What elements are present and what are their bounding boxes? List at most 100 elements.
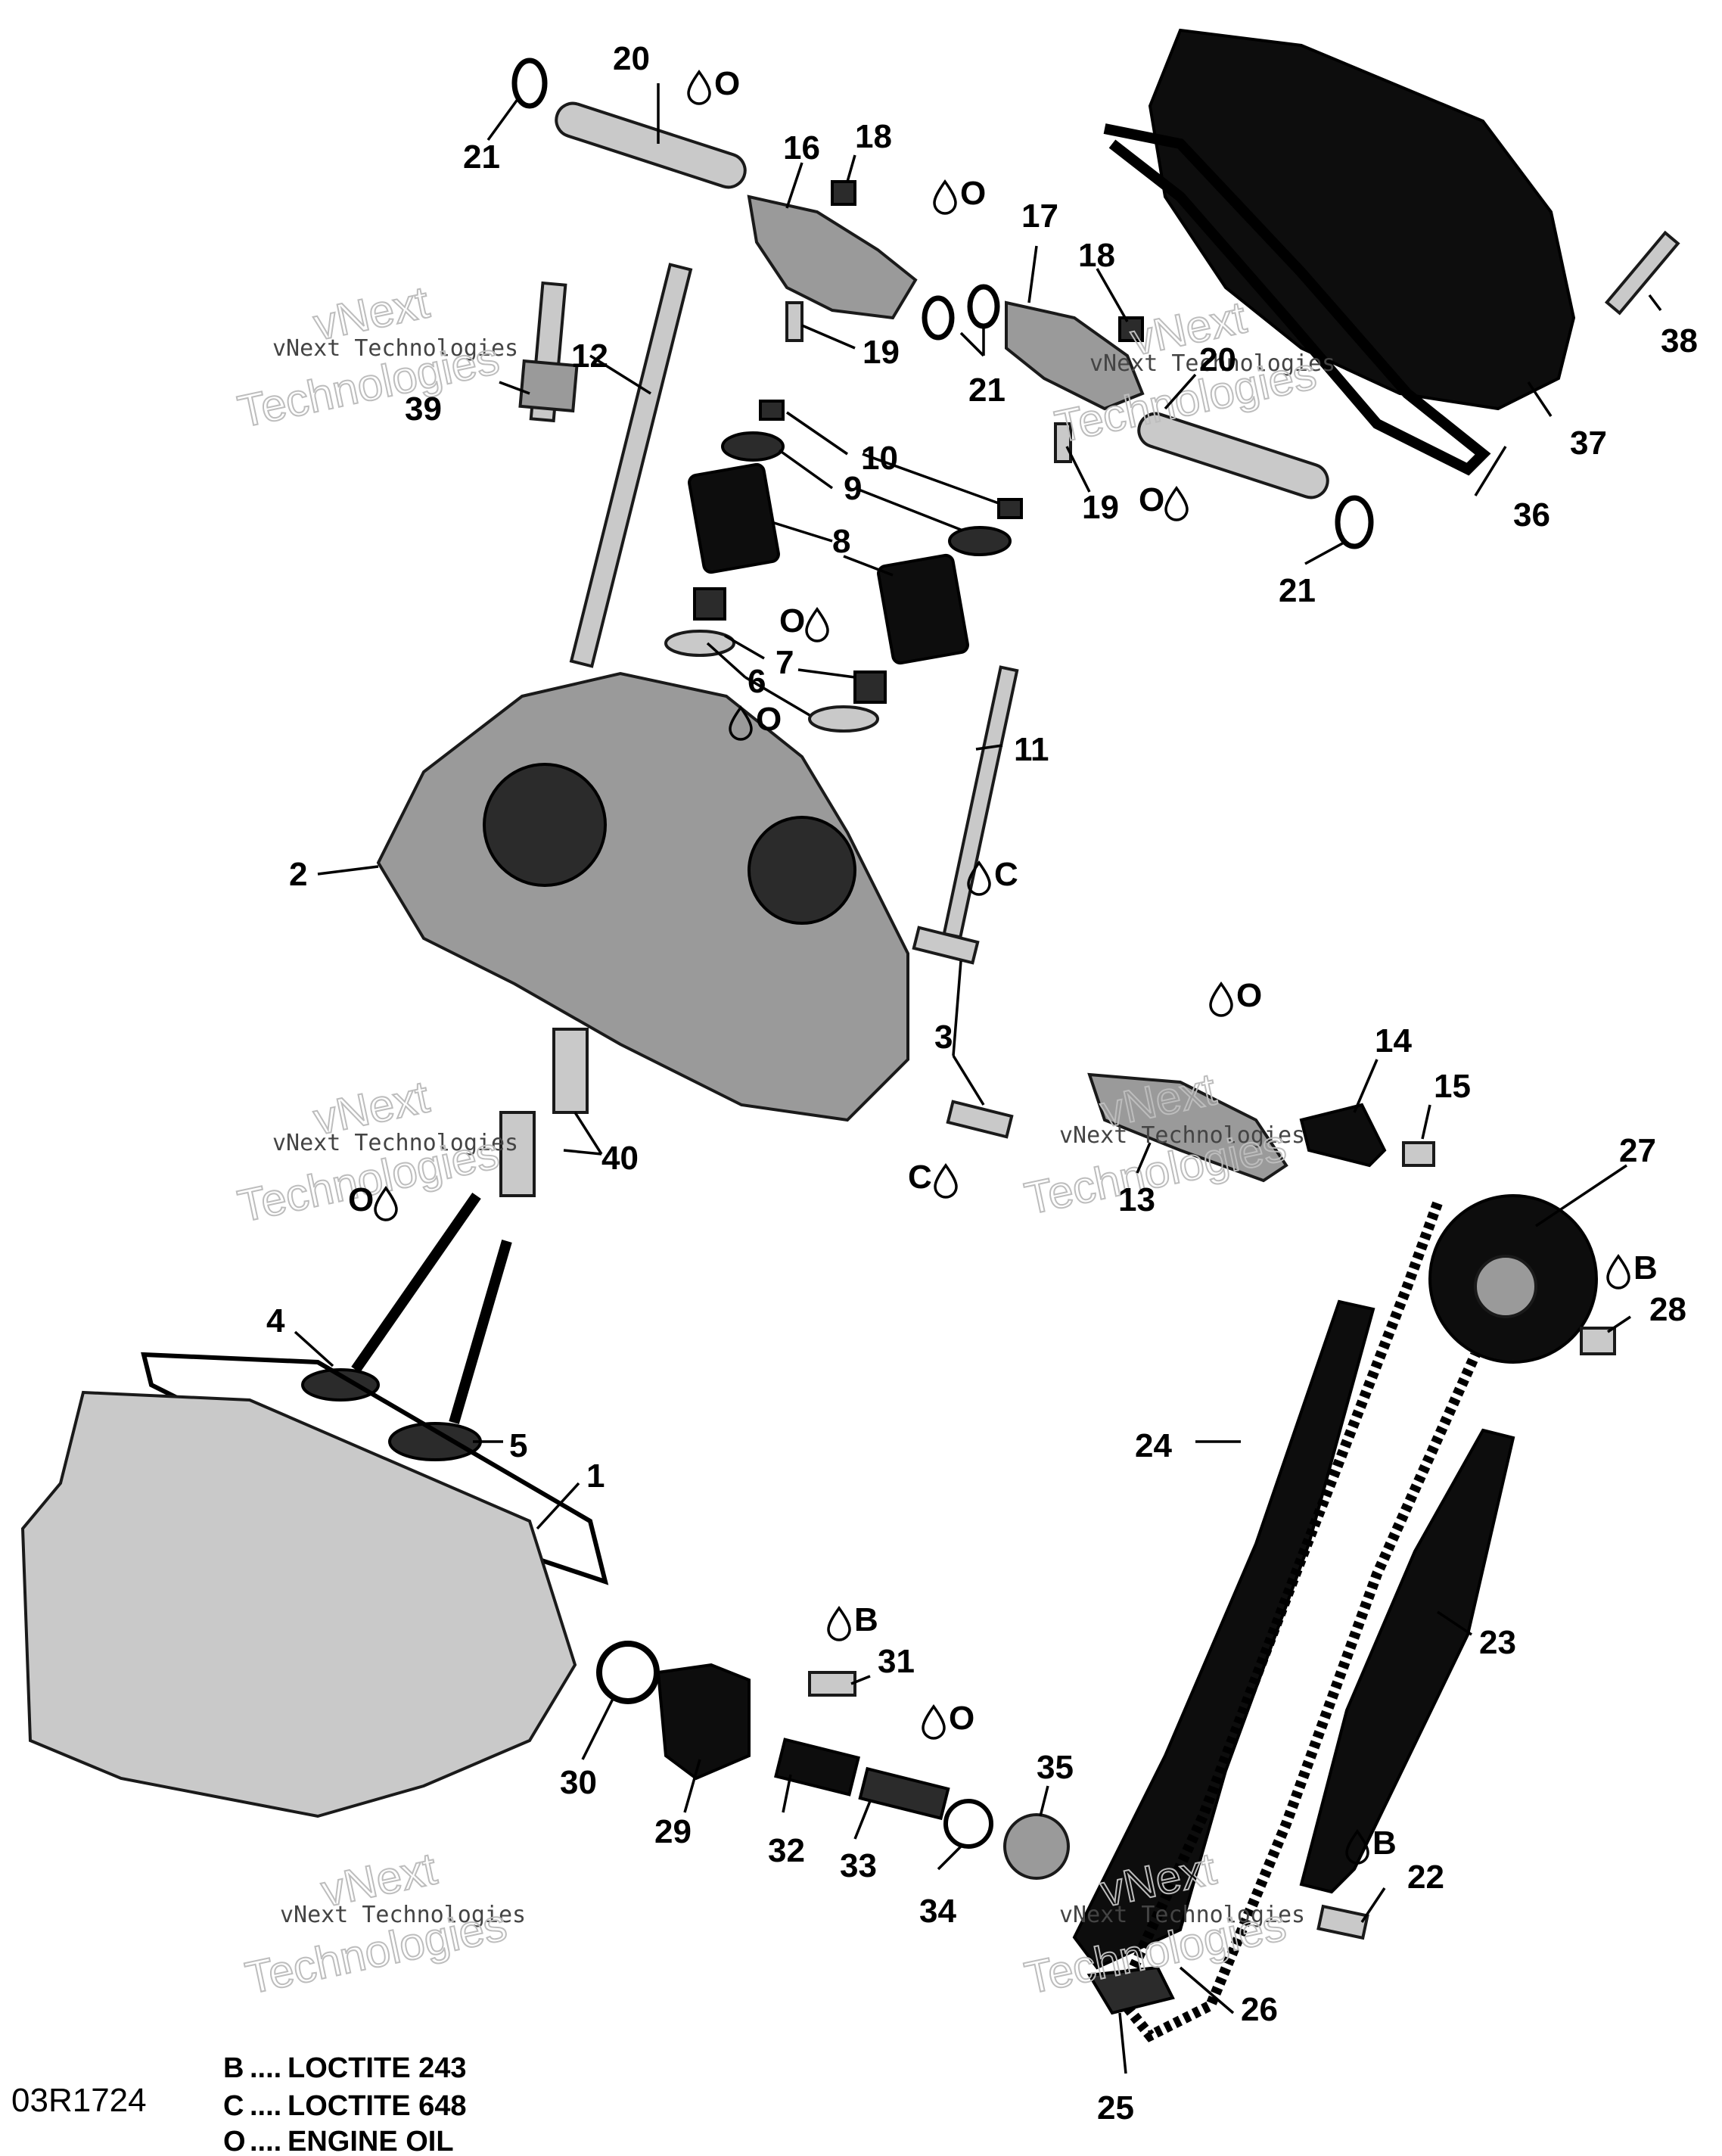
svg-text:C: C [908,1159,932,1196]
legend: B .... LOCTITE 243 C .... LOCTITE 648 O … [223,2052,467,2156]
callout-13: 13 [1118,1181,1155,1218]
oil-symbol-5: O [729,701,782,741]
watermarks: vNext Technologies vNext Technologies vN… [233,275,1335,2004]
callout-33: 33 [840,1847,877,1884]
callout-36: 36 [1513,496,1550,534]
parts-layer [20,28,1680,2042]
svg-text:ENGINE OIL: ENGINE OIL [288,2126,454,2156]
reference-code: 03R1724 [11,2082,147,2119]
callout-40: 40 [601,1140,639,1177]
adjuster-screw-19b [1054,422,1072,463]
loctite-b-symbol-3: B [1345,1825,1397,1865]
chain-tensioner-guide-23 [1299,1428,1515,1894]
callout-19b: 19 [1082,489,1119,526]
legend-row-b: B .... LOCTITE 243 [223,2052,467,2084]
guide-bolt-22 [1316,1904,1369,1940]
o-ring-34 [943,1799,993,1849]
watermark-1: vNext Technologies vNext Technologies [233,275,518,437]
svg-text:O: O [1236,977,1262,1014]
stud-11 [942,665,1019,939]
callout-16: 16 [783,129,820,166]
valve-cover-gasket [1103,123,1491,476]
oil-symbol-1: O [687,65,740,105]
svg-text:O: O [949,1700,974,1737]
svg-text:vNext Technologies: vNext Technologies [280,1902,526,1928]
valve-guide-40b [499,1111,536,1197]
callout-8: 8 [832,523,850,560]
svg-text:C: C [223,2090,244,2122]
callout-14: 14 [1375,1022,1412,1059]
callouts: 1 2 3 4 5 6 7 8 9 10 11 12 13 14 15 16 1… [266,40,1698,2126]
spring-seat-6a [664,630,735,657]
spring-seat-6b [808,705,879,733]
loctite-c-symbol-1: C [967,856,1018,896]
leader-lines [294,83,1662,2074]
callout-21a: 21 [463,138,500,176]
valve-cover [1148,28,1576,411]
svg-text:vNext Technologies: vNext Technologies [1059,1122,1305,1149]
rocker-shaft-lower [1137,412,1329,499]
svg-text:vNext Technologies: vNext Technologies [272,1130,518,1156]
callout-3: 3 [934,1019,953,1056]
timing-chain [1113,1201,1481,2042]
callout-6: 6 [748,663,766,700]
callout-18a: 18 [855,118,892,155]
cylinder-gasket [141,1352,609,1585]
callout-7: 7 [776,644,794,681]
dowel-pin-upper [912,926,980,965]
callout-20a: 20 [613,40,650,77]
o-ring-21d [1335,495,1374,549]
tensioner-bolt-31 [808,1671,856,1697]
callout-34: 34 [919,1893,956,1930]
callout-18b: 18 [1078,237,1115,274]
tensioner-housing-35 [1003,1813,1070,1880]
dowel-pin-lower [946,1100,1014,1139]
callout-1: 1 [586,1458,605,1495]
svg-text:O: O [348,1181,374,1218]
tensioner-spring-33 [858,1766,950,1821]
callout-23: 23 [1479,1624,1516,1661]
callout-9: 9 [844,470,862,507]
svg-text:C: C [994,856,1018,893]
callout-32: 32 [768,1832,805,1869]
svg-text:O: O [779,602,805,639]
svg-text:vNext Technologies: vNext Technologies [1089,350,1335,377]
oil-symbol-8: O [922,1700,974,1740]
valve-spring-8a [688,462,780,574]
callout-25: 25 [1097,2089,1134,2126]
o-ring-30 [596,1641,660,1704]
callout-28: 28 [1649,1291,1686,1328]
callout-10: 10 [861,440,898,477]
spring-retainer-9a [721,431,785,462]
svg-text:LOCTITE 243: LOCTITE 243 [288,2052,467,2084]
oil-symbol-4: O [779,602,829,642]
callout-17: 17 [1021,198,1058,235]
valve-keeper-10b [997,498,1023,519]
callout-21c: 21 [1279,572,1316,609]
callout-11: 11 [1014,731,1049,768]
svg-text:O: O [714,65,740,102]
valve-4-head [301,1368,380,1402]
head-port-exhaust [748,816,856,925]
valve-keeper-10a [759,400,785,421]
cam-retainer-plate [1299,1103,1387,1168]
chain-guide-24 [1072,1299,1375,1970]
adjuster-screw-19a [785,301,803,342]
svg-text:B: B [1372,1825,1397,1862]
watermark-5: vNext Technologies vNext Technologies [241,1842,526,2004]
valve-4-stem [351,1193,481,1373]
push-rod-12 [569,263,693,668]
cam-plate-bolt [1402,1141,1435,1167]
loctite-b-symbol-1: B [1606,1249,1658,1290]
svg-text:vNext Technologies: vNext Technologies [1059,1902,1305,1928]
svg-text:LOCTITE 648: LOCTITE 648 [288,2090,467,2122]
valve-spring-8b [877,553,969,665]
cam-sprocket-hub [1474,1255,1537,1318]
spring-retainer-9b [948,526,1012,556]
callout-19a: 19 [863,334,900,371]
rocker-arm-16 [747,194,918,320]
tensioner-cap-29 [656,1663,751,1781]
symbols: O O O O O C C O O [348,65,1658,1865]
tensioner-plunger-32 [774,1738,860,1797]
